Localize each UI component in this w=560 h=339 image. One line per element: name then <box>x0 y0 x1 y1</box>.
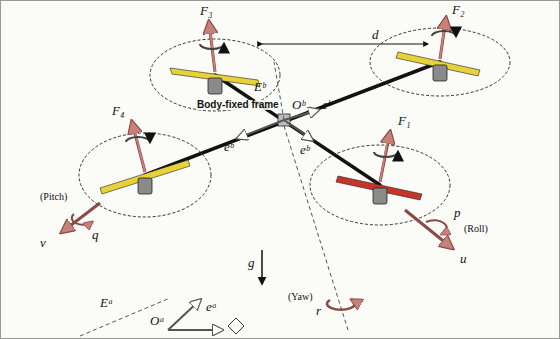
rate-label: q <box>92 228 99 241</box>
dimension-line <box>262 44 428 45</box>
thrust-arrows <box>132 18 446 182</box>
rotation-label: (Pitch) <box>40 192 67 202</box>
rotation-label: (Roll) <box>464 224 488 234</box>
frame-caption: Body-fixed frame <box>196 100 280 110</box>
axis-label: eᵃ <box>206 300 217 313</box>
force-label: F₂ <box>452 3 464 16</box>
rotor-disks <box>79 28 510 225</box>
pitch-rotation <box>72 214 92 225</box>
axis-label: eᵇ <box>322 98 331 111</box>
propeller-blades <box>100 52 480 200</box>
axis-label: eᵇ <box>300 143 309 156</box>
axis-label: eᵇ <box>224 140 233 153</box>
rate-label: r <box>316 304 321 317</box>
force-label: F₃ <box>200 4 212 17</box>
gravity-label: g <box>248 256 255 269</box>
gravity-arrow <box>261 250 263 284</box>
yaw-axis <box>284 126 348 330</box>
motors <box>138 65 447 204</box>
roll-rotation <box>426 220 447 234</box>
rate-label: p <box>454 206 461 219</box>
frame-label: Eᵃ <box>100 296 113 309</box>
thrust-arrow-fill <box>134 24 445 182</box>
dimension-label: d <box>372 28 379 41</box>
body-axes <box>238 110 318 140</box>
force-label: F₄ <box>112 104 124 117</box>
rotation-label: (Yaw) <box>288 292 313 302</box>
roll-arrow <box>405 210 452 248</box>
spin-arrows <box>126 31 456 157</box>
velocity-label: v <box>40 236 46 249</box>
vertical-axis <box>274 62 284 120</box>
frame-label: Oᵇ <box>292 98 305 111</box>
velocity-label: u <box>460 252 467 265</box>
force-label: F₁ <box>398 114 410 127</box>
frame-label: Oᵃ <box>150 314 165 327</box>
frame-label: Eᵇ <box>254 80 265 93</box>
yaw-arrow <box>327 300 355 310</box>
